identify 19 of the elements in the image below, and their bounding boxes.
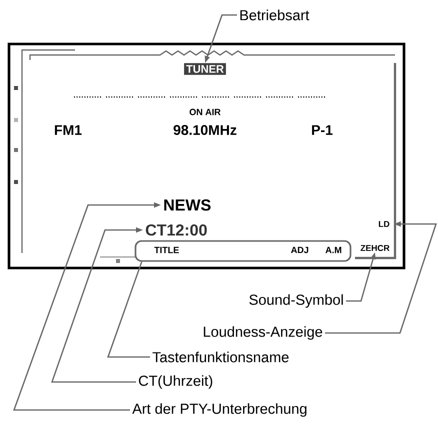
function-label: TITLE (154, 246, 179, 254)
clock-readout: CT12:00 (146, 224, 207, 236)
callout-text: Loudness-Anzeige (204, 326, 322, 340)
callout-text: Tastenfunktionsname (152, 352, 289, 362)
mode-indicator: TUNER (184, 63, 226, 75)
status-indicator: ON AIR (190, 108, 221, 116)
callout-text: Sound-Symbol (249, 294, 343, 308)
preset-readout: P-1 (312, 125, 333, 135)
callout-text: Betriebsart (240, 10, 310, 20)
sound-symbol: ZEHCR (360, 245, 390, 251)
function-name-bar (134, 240, 352, 262)
callout-text: CT(Uhrzeit) (138, 375, 212, 389)
band-readout: FM1 (54, 125, 82, 135)
function-label: ADJ (291, 246, 308, 254)
frequency-readout: 98.10MHz (174, 125, 236, 135)
callout-text: Art der PTY-Unterbrechung (132, 403, 306, 417)
function-label: A.M (326, 246, 342, 254)
pty-readout: NEWS (164, 199, 211, 211)
loudness-indicator: LD (378, 221, 390, 227)
